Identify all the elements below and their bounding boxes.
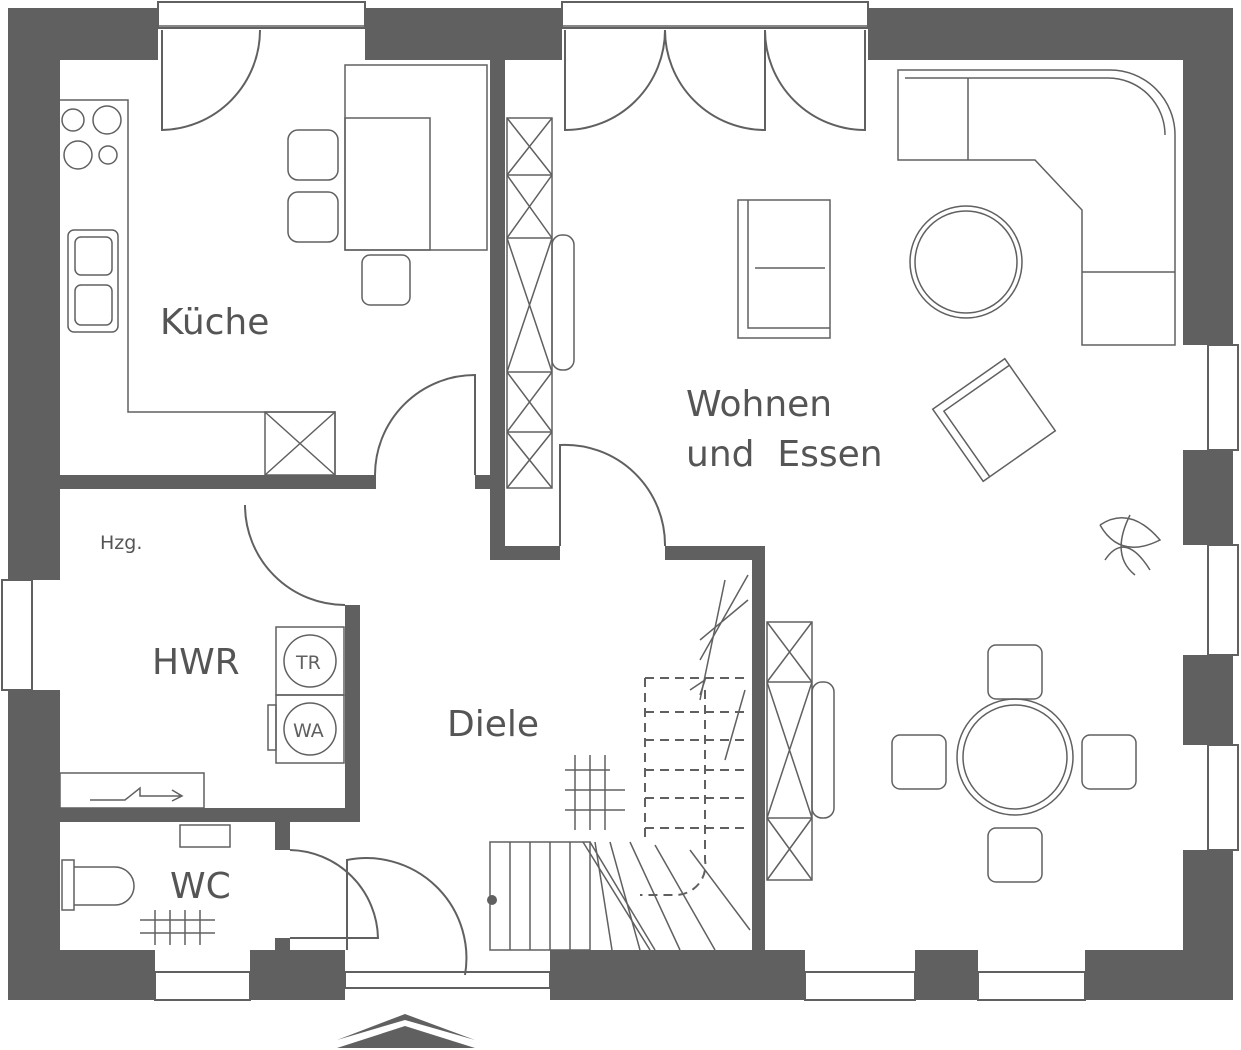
door-swings bbox=[161, 29, 866, 976]
windows bbox=[1, 1, 1239, 1001]
room-label-wc: WC bbox=[170, 866, 231, 907]
exterior-walls bbox=[8, 8, 1233, 1000]
room-label-wohnen: Wohnen bbox=[686, 384, 833, 425]
kitchen-furniture bbox=[60, 64, 488, 476]
dryer-label: TR bbox=[295, 652, 321, 674]
interior-walls bbox=[60, 60, 765, 950]
room-label-hwr: HWR bbox=[152, 642, 240, 683]
room-label-diele: Diele bbox=[447, 704, 540, 745]
room-label-kueche: Küche bbox=[160, 302, 270, 343]
room-label-und-essen: und Essen bbox=[686, 434, 883, 475]
entrance-arrow bbox=[337, 1014, 475, 1048]
staircase bbox=[487, 574, 751, 951]
hwr-furniture: TR WA bbox=[59, 626, 345, 809]
living-furniture bbox=[737, 69, 1176, 883]
room-label-hzg: Hzg. bbox=[100, 532, 143, 554]
washer-label: WA bbox=[293, 720, 324, 742]
chimney-shafts bbox=[506, 117, 835, 881]
wc-furniture bbox=[61, 824, 231, 945]
